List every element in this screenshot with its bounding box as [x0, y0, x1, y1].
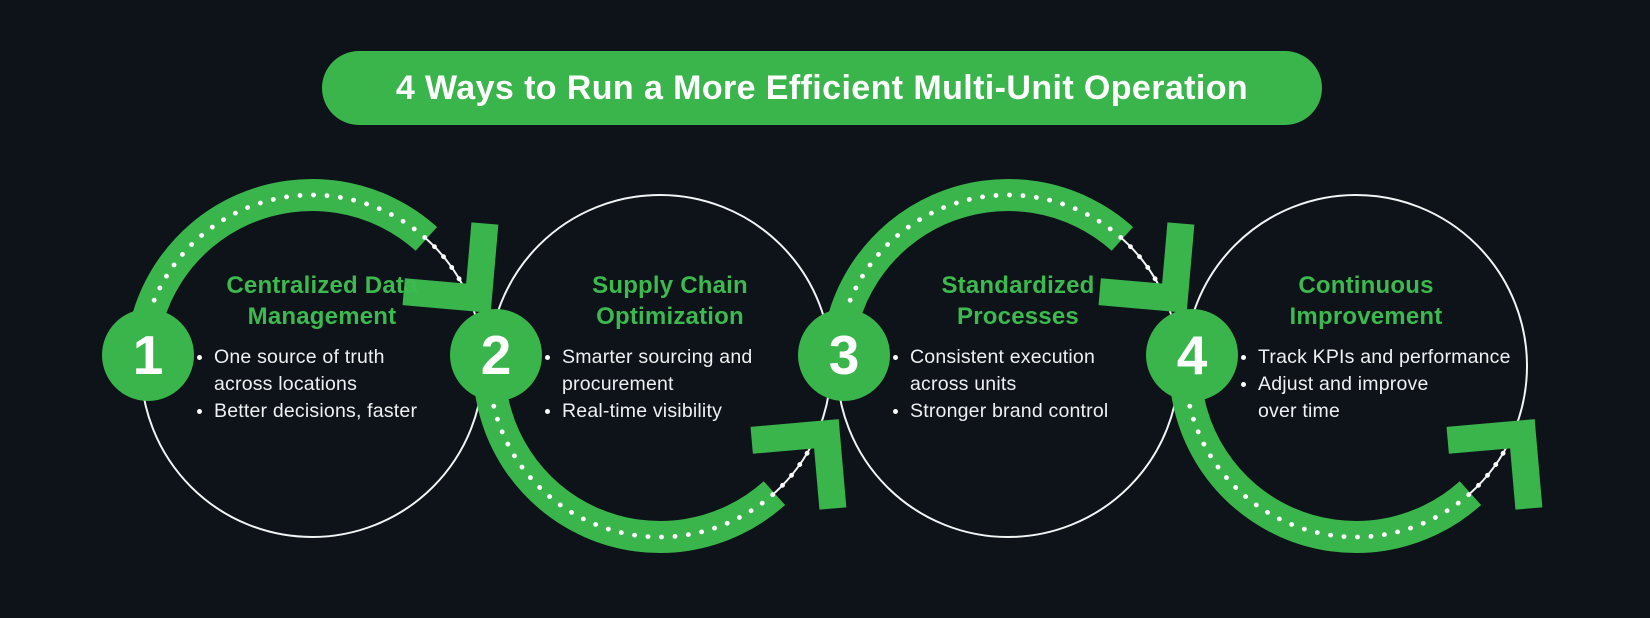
step-1-bullets: One source of truth across locations Bet… [197, 344, 462, 425]
step-1-heading-line-1: Centralized Data [226, 272, 418, 299]
bullet-line: Real-time visibility [562, 400, 723, 422]
bullet-line: Better decisions, faster [214, 400, 418, 422]
step-2-dotted-line [486, 363, 811, 540]
bullet-line: over time [1258, 400, 1340, 422]
bullet-line: procurement [562, 373, 674, 395]
step-3-heading: Standardized Processes [878, 270, 1158, 332]
step-3-arrow-icon [1098, 222, 1195, 313]
bullet-item: Better decisions, faster [197, 398, 462, 425]
step-2-graphic: 2 [450, 194, 847, 553]
bullet-line: Consistent execution [910, 346, 1096, 368]
step-3-bullets: Consistent execution across units Strong… [893, 344, 1158, 425]
step-1-content: Centralized Data Management One source o… [182, 270, 462, 425]
bullet-line: One source of truth [214, 346, 385, 368]
step-3-heading-line-1: Standardized [941, 272, 1095, 299]
step-4-arrow-icon [1446, 419, 1543, 510]
step-3-heading-line-2: Processes [957, 303, 1079, 330]
bullet-item: Smarter sourcing and procurement [545, 344, 810, 398]
bullet-item: Stronger brand control [893, 398, 1158, 425]
step-4-bullets: Track KPIs and performance Adjust and im… [1241, 344, 1511, 425]
bullet-line: Track KPIs and performance [1258, 346, 1511, 368]
step-3-content: Standardized Processes Consistent execut… [878, 270, 1158, 425]
step-4-graphic: 4 [1146, 194, 1543, 553]
bullet-line: Smarter sourcing and [562, 346, 753, 368]
step-3-graphic: 3 [798, 179, 1195, 538]
step-1-number: 1 [133, 324, 164, 386]
step-4-heading-line-2: Improvement [1289, 303, 1443, 330]
bullet-line: Stronger brand control [910, 400, 1109, 422]
step-1-heading-line-2: Management [247, 303, 397, 330]
bullet-line: across locations [214, 373, 358, 395]
step-1-graphic: 1 [102, 179, 499, 538]
step-2-content: Supply Chain Optimization Smarter sourci… [530, 270, 810, 425]
step-2-number: 2 [481, 324, 512, 386]
bullet-item: One source of truth across locations [197, 344, 462, 398]
bullet-item: Consistent execution across units [893, 344, 1158, 398]
step-1-number-badge [102, 309, 194, 401]
step-2-heading: Supply Chain Optimization [530, 270, 810, 332]
step-1-arrow-icon [402, 222, 499, 313]
bullet-item: Real-time visibility [545, 398, 810, 425]
step-1-heading: Centralized Data Management [182, 270, 462, 332]
step-2-heading-line-1: Supply Chain [592, 272, 748, 299]
bullet-line: across units [910, 373, 1017, 395]
step-2-number-badge [450, 309, 542, 401]
step-4-number-badge [1146, 309, 1238, 401]
bullet-line: Adjust and improve [1258, 373, 1429, 395]
step-2-heading-line-2: Optimization [596, 303, 744, 330]
step-1-dotted-line [138, 192, 463, 369]
step-3-number-badge [798, 309, 890, 401]
step-3-dotted-line [834, 192, 1159, 369]
step-4-heading-line-1: Continuous [1298, 272, 1434, 299]
step-4-heading: Continuous Improvement [1226, 270, 1506, 332]
bullet-item: Adjust and improve over time [1241, 371, 1506, 425]
step-4-dotted-line [1182, 363, 1507, 540]
title-text: 4 Ways to Run a More Efficient Multi-Uni… [395, 68, 1249, 107]
step-2-arrow-icon [750, 419, 847, 510]
bullet-item: Track KPIs and performance [1241, 344, 1511, 371]
step-4-content: Continuous Improvement Track KPIs and pe… [1226, 270, 1511, 425]
step-3-number: 3 [829, 324, 860, 386]
step-4-number: 4 [1177, 324, 1208, 386]
title-banner: 4 Ways to Run a More Efficient Multi-Uni… [322, 51, 1322, 125]
step-2-bullets: Smarter sourcing and procurement Real-ti… [545, 344, 810, 425]
